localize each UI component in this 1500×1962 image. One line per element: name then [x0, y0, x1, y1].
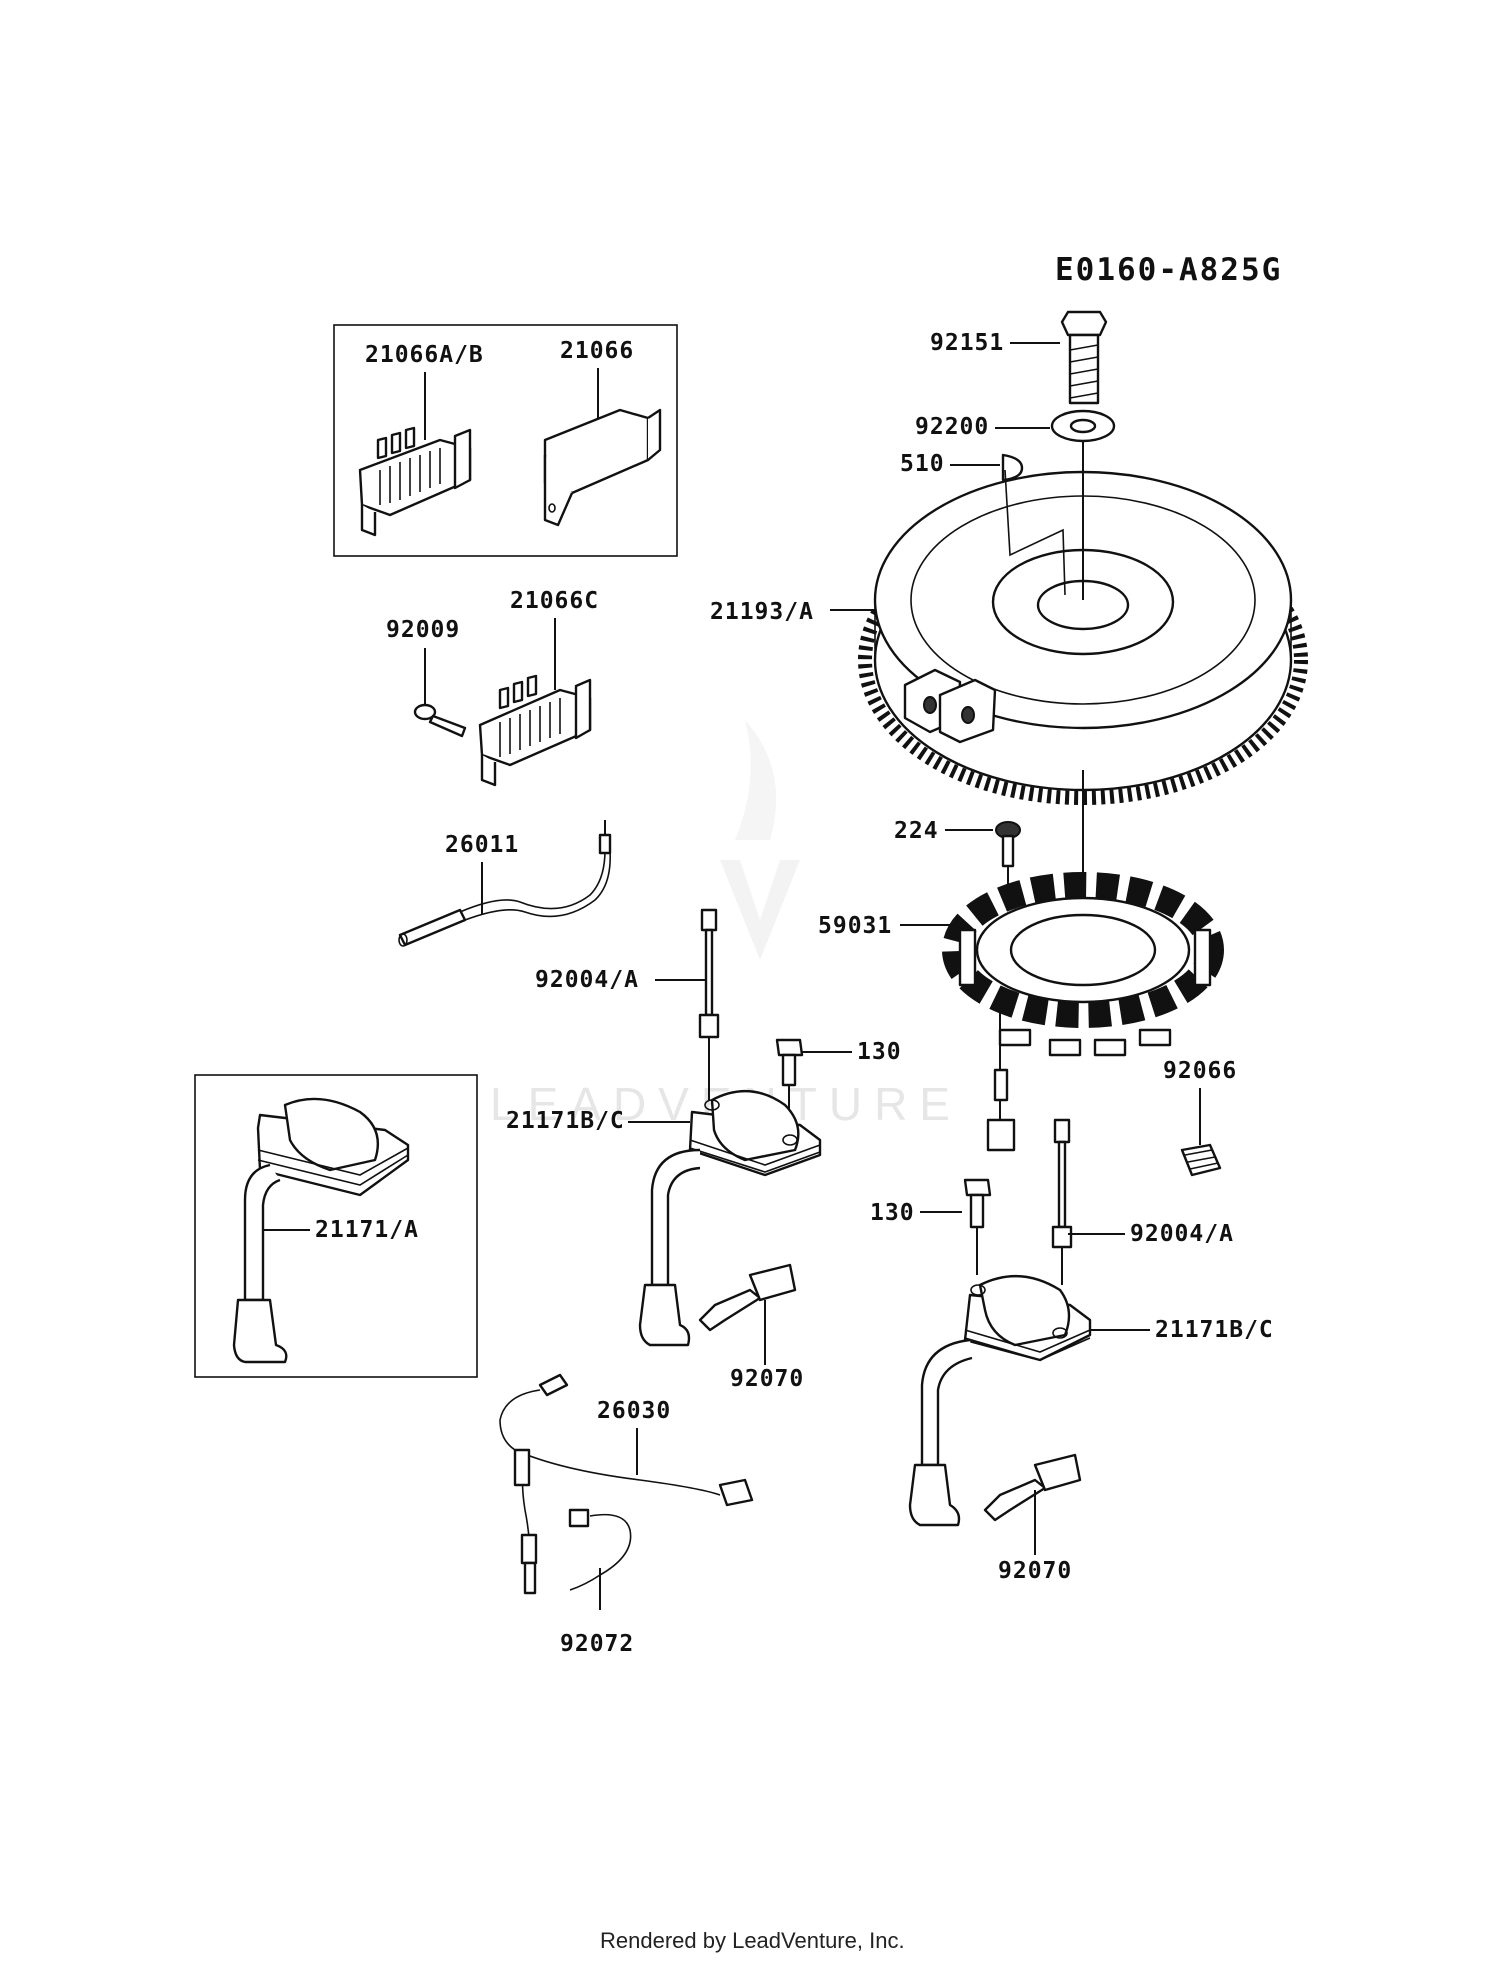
stator-59031 [942, 872, 1224, 1057]
part-label-21066[interactable]: 21066 [560, 338, 634, 364]
part-label-21066C[interactable]: 21066C [510, 588, 599, 614]
spark-plug-92070-1 [698, 1263, 797, 1365]
ignition-coil-21171a [232, 1097, 410, 1364]
part-label-510[interactable]: 510 [900, 451, 945, 477]
part-label-130-1[interactable]: 130 [857, 1039, 902, 1065]
part-label-21171BC-1[interactable]: 21171B/C [506, 1108, 625, 1134]
connector-92072 [568, 1508, 632, 1610]
ignition-coil-option-box [194, 1074, 478, 1378]
stud-92004a-2 [1051, 1118, 1073, 1285]
ignition-coil-21171bc-2 [908, 1275, 1092, 1527]
nipple-92066 [1180, 1143, 1222, 1177]
wire-harness-26030 [499, 1373, 754, 1595]
key-510 [1001, 453, 1024, 482]
part-label-224[interactable]: 224 [894, 818, 939, 844]
part-label-21193A[interactable]: 21193/A [710, 599, 814, 625]
spark-plug-92070-2 [983, 1453, 1082, 1555]
diagram-code: E0160-A825G [1055, 252, 1282, 288]
regulator-options-box [333, 324, 678, 557]
stator-connector [986, 1010, 1016, 1152]
bolt-130-2 [963, 1178, 992, 1275]
ignition-coil-21171bc-1 [638, 1090, 822, 1347]
part-label-92200[interactable]: 92200 [915, 414, 989, 440]
regulator-21066 [543, 408, 662, 527]
bolt-92151 [1060, 310, 1108, 405]
bolt-130-1 [775, 1038, 804, 1140]
screw-224 [995, 821, 1021, 868]
flywheel-21193a [858, 440, 1308, 805]
stud-92004a-1 [698, 908, 720, 1100]
washer-92200 [1050, 409, 1116, 443]
part-label-92004A-2[interactable]: 92004/A [1130, 1221, 1234, 1247]
part-label-21171BC-2[interactable]: 21171B/C [1155, 1317, 1274, 1343]
part-label-21066AB[interactable]: 21066A/B [365, 342, 484, 368]
part-label-92072[interactable]: 92072 [560, 1631, 634, 1657]
regulator-21066ab [358, 426, 472, 537]
regulator-21066c [478, 674, 592, 787]
footer-credit: Rendered by LeadVenture, Inc. [600, 1928, 905, 1953]
watermark-logo [720, 720, 800, 960]
part-label-92004A-1[interactable]: 92004/A [535, 967, 639, 993]
part-label-59031[interactable]: 59031 [818, 913, 892, 939]
lead-wire-26011 [398, 820, 612, 947]
screw-92009 [413, 703, 467, 738]
part-label-130-2[interactable]: 130 [870, 1200, 915, 1226]
part-label-92151[interactable]: 92151 [930, 330, 1004, 356]
part-label-21171A[interactable]: 21171/A [315, 1217, 419, 1243]
part-label-92066[interactable]: 92066 [1163, 1058, 1237, 1084]
part-label-92070-2[interactable]: 92070 [998, 1558, 1072, 1584]
part-label-92070-1[interactable]: 92070 [730, 1366, 804, 1392]
part-label-26030[interactable]: 26030 [597, 1398, 671, 1424]
part-label-26011[interactable]: 26011 [445, 832, 519, 858]
part-label-92009[interactable]: 92009 [386, 617, 460, 643]
